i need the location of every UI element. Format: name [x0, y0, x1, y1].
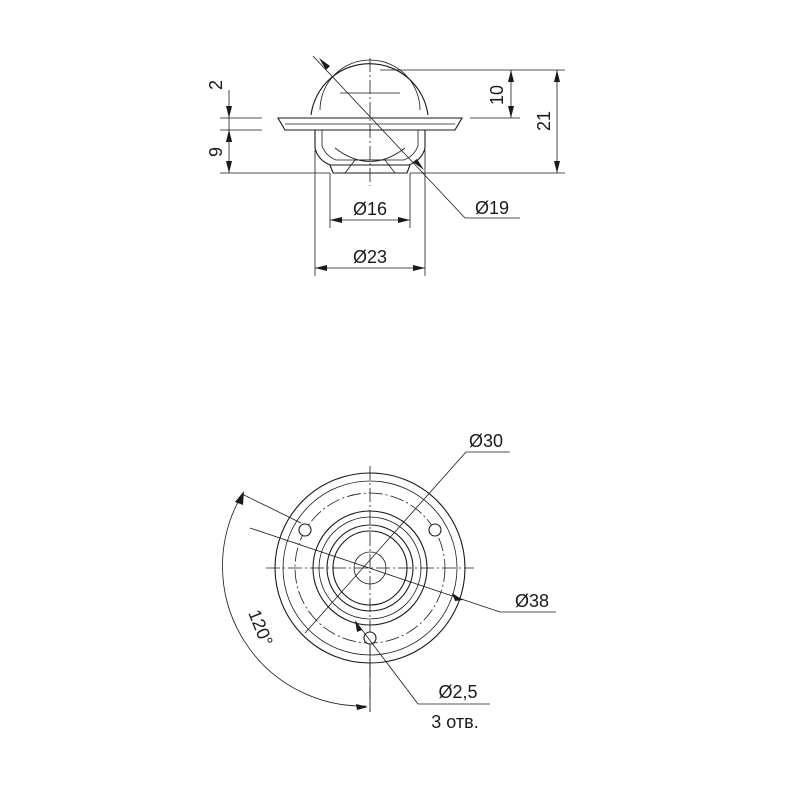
arrow-10-top	[508, 70, 514, 82]
ball-highlight-arc	[319, 59, 421, 111]
top-view: Ø30 Ø38 120° Ø2,5 3 отв.	[222, 431, 556, 732]
dim-ball-protrusion: 10	[487, 85, 507, 105]
arrow-23-right	[413, 265, 425, 271]
ball-leader-arrow-bottom	[413, 159, 424, 170]
angle-arc	[222, 501, 367, 707]
dim-angle: 120°	[244, 607, 276, 649]
arrow-9-bottom	[226, 161, 232, 173]
dim-hole-circle: Ø30	[469, 431, 503, 451]
arrow-16-right	[398, 217, 410, 223]
housing-outline	[314, 130, 426, 166]
ball-outline	[310, 63, 429, 116]
flange-diameter-leader	[249, 527, 501, 613]
dim-housing-diameter: Ø23	[353, 247, 387, 267]
arrow-angle-top	[235, 491, 244, 505]
bottom-boss-seat	[344, 159, 396, 174]
mounting-hole-1	[298, 523, 312, 537]
ball-diameter-leader	[312, 55, 466, 219]
dim-ball-diameter: Ø19	[475, 198, 509, 218]
ball-leader-arrow-top	[319, 58, 330, 70]
arrow-38	[452, 593, 463, 601]
dim-flange-thickness: 2	[206, 80, 226, 90]
arrow-16-left	[330, 217, 342, 223]
mounting-hole-3	[363, 631, 377, 645]
housing-inner-circle	[318, 516, 422, 620]
dim-hole-diameter: Ø2,5	[438, 682, 477, 702]
hole-count-note: 3 отв.	[431, 712, 478, 732]
side-view: 2 9 10 21 Ø16 Ø19 Ø23	[206, 55, 565, 276]
arrow-2-top	[226, 106, 232, 118]
arrow-21-top	[554, 70, 560, 82]
arrow-23-left	[315, 265, 327, 271]
ball-seat-circle	[326, 524, 414, 612]
arrow-hole	[355, 620, 362, 632]
hole-diameter-leader	[355, 621, 419, 705]
ball-center-circle	[353, 551, 387, 585]
bottom-boss-outline	[329, 164, 411, 174]
flange-outline	[277, 117, 463, 131]
pitch-diameter-leader	[304, 451, 467, 634]
arrow-9-top	[226, 130, 232, 142]
ball-lower-arc	[334, 147, 406, 162]
dim-housing-height: 9	[206, 147, 226, 157]
ball-circle	[332, 530, 408, 606]
dim-total-height: 21	[534, 111, 554, 131]
arrow-21-bottom	[554, 161, 560, 173]
arrow-angle-bottom	[356, 704, 368, 710]
arrow-10-bottom	[508, 106, 514, 118]
dim-bottom-diameter: Ø16	[353, 199, 387, 219]
mounting-hole-2	[428, 523, 442, 537]
dim-flange-diameter: Ø38	[515, 591, 549, 611]
housing-circle	[312, 510, 428, 626]
angle-extension-1	[241, 493, 302, 524]
